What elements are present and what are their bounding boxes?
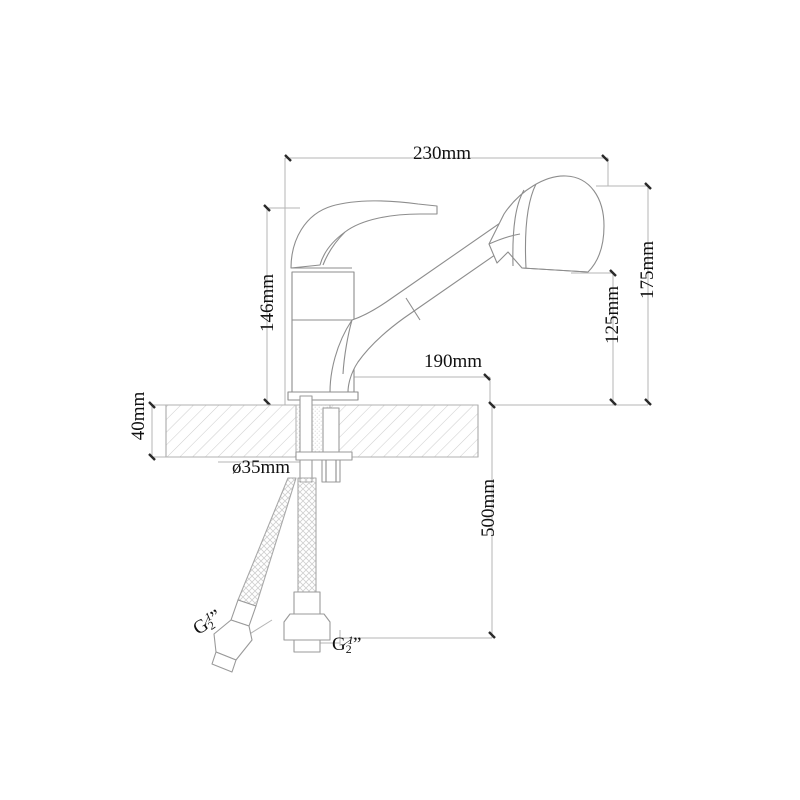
pull-out-spout-outline: [329, 211, 529, 393]
spout-joint-line: [405, 297, 421, 321]
hose-left-tip: [211, 651, 237, 673]
hose-right-ferrule: [293, 591, 321, 615]
thread-right-suffix: ”: [353, 634, 362, 655]
hose-right-tip: [293, 639, 321, 653]
dim-label-total-height: 175mm: [637, 240, 658, 300]
lever-handle-outline: [290, 200, 438, 269]
dim-label-hose-length: 500mm: [478, 478, 499, 538]
sprayer-head-seam-a: [512, 189, 525, 267]
braided-supply-hose-right: [297, 477, 317, 593]
dim-label-spout-reach: 190mm: [424, 351, 483, 372]
dim-label-countertop-thickness: 40mm: [128, 391, 149, 441]
sprayer-head-outline: [488, 175, 605, 273]
spout-inner-curve: [342, 319, 353, 375]
braided-supply-hose-left: [237, 477, 297, 607]
dim-label-mounting-hole: ø35mm: [232, 457, 291, 478]
sprayer-head-seam-b: [524, 183, 537, 269]
dim-label-spout-height: 125mm: [602, 285, 623, 345]
stud-bolt: [322, 407, 340, 457]
threaded-shank: [299, 395, 313, 483]
thread-right-prefix: G: [332, 634, 346, 655]
sprayer-head-lip: [488, 233, 521, 245]
dim-label-handle-height: 146mm: [257, 273, 278, 333]
thread-right-fraction: 1⁄2: [344, 633, 354, 657]
body-flange: [287, 391, 359, 401]
lever-handle-crease: [322, 231, 346, 266]
body-upper: [291, 271, 355, 321]
hose-right-nut: [283, 613, 331, 641]
mounting-nut: [321, 459, 341, 483]
sprayer-head-bottom: [521, 267, 589, 273]
dim-label-overall-width: 230mm: [413, 143, 472, 164]
mounting-washer: [295, 451, 353, 461]
